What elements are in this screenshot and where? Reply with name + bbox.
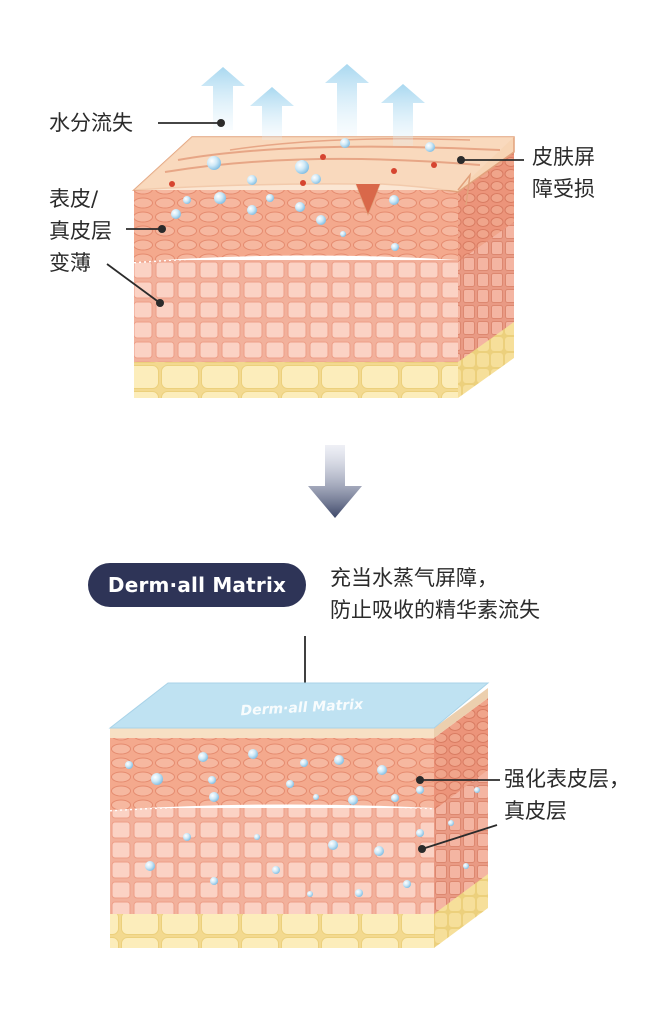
label-strengthen-line2: 真皮层	[504, 799, 567, 823]
label-epidermis-thinning: 表皮/ 真皮层 变薄	[49, 183, 112, 279]
top-callouts	[106, 119, 524, 307]
description-line1: 充当水蒸气屏障，	[330, 566, 498, 590]
strengthened-skin-block: Derm·all Matrix	[108, 682, 490, 948]
fat-layer	[134, 360, 458, 398]
label-epidermis-line1: 表皮/	[49, 187, 99, 211]
label-epidermis-line2: 真皮层	[49, 219, 112, 243]
dermis-layer	[134, 260, 458, 362]
epidermis-layer-side	[458, 150, 514, 262]
label-barrier-damage-line2: 障受损	[532, 177, 595, 201]
epidermis-layer-side	[434, 698, 488, 810]
epidermis-layer	[134, 190, 458, 262]
down-arrow-icon	[308, 445, 362, 518]
fat-layer-side	[458, 320, 514, 398]
matrix-membrane	[108, 682, 490, 729]
bottom-callouts	[416, 776, 500, 853]
product-badge: Derm·all Matrix	[88, 563, 306, 607]
fat-layer	[110, 912, 434, 948]
membrane-label: Derm·all Matrix	[240, 697, 364, 719]
dermis-layer	[110, 808, 434, 914]
label-strengthen: 强化表皮层， 真皮层	[504, 763, 630, 827]
dermis-layer-side	[458, 220, 514, 362]
label-water-loss: 水分流失	[49, 111, 133, 135]
water-loss-arrows	[201, 64, 425, 146]
fat-layer-side	[434, 872, 488, 948]
label-barrier-damage: 皮肤屏 障受损	[532, 141, 595, 205]
epidermis-layer	[110, 738, 434, 810]
label-strengthen-line1: 强化表皮层，	[504, 767, 630, 791]
retained-essence-bubbles	[125, 749, 480, 897]
label-epidermis-line3: 变薄	[49, 251, 91, 275]
label-barrier-damage-line1: 皮肤屏	[532, 145, 595, 169]
damaged-skin-block	[131, 64, 515, 398]
moisture-bubbles	[171, 138, 435, 251]
description-line2: 防止吸收的精华素流失	[330, 598, 540, 622]
product-description: 充当水蒸气屏障， 防止吸收的精华素流失	[330, 562, 540, 626]
dermis-layer-side	[434, 768, 488, 914]
